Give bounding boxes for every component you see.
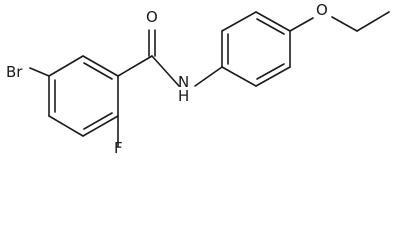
bond-ring1-double-a xyxy=(83,62,113,80)
bond-ch2-ch3 xyxy=(356,11,390,32)
right-benzene-ring xyxy=(221,11,291,87)
structure-canvas: Br O N H O F xyxy=(6,1,390,157)
left-benzene-ring xyxy=(48,55,119,137)
bond-ring2-double-c xyxy=(256,63,285,80)
bond-ring1-6 xyxy=(48,55,84,77)
atom-label-oxygen-ether: O xyxy=(316,1,328,19)
bond-ring1-4 xyxy=(48,115,84,137)
bond-ring2-5 xyxy=(255,66,291,87)
bond-c-br xyxy=(29,67,50,77)
bond-ring2-3 xyxy=(255,11,291,32)
atom-label-bromine: Br xyxy=(6,63,23,81)
bond-ring2-6 xyxy=(221,66,257,87)
bond-ring2-2 xyxy=(221,11,257,32)
atom-label-hydrogen: H xyxy=(178,87,189,105)
bond-ring2-double-b xyxy=(256,18,285,35)
atom-label-fluorine: F xyxy=(114,139,123,157)
bond-ring-carbonyl xyxy=(117,55,153,77)
atom-label-nitrogen: N xyxy=(178,73,189,91)
bond-ring2-o xyxy=(289,17,314,32)
atom-label-oxygen-carbonyl: O xyxy=(146,8,158,26)
bond-ring1-3 xyxy=(82,115,119,137)
bond-n-ring2 xyxy=(194,66,223,87)
bond-carbonyl-n xyxy=(151,55,180,87)
chemical-structure-diagram: Br O N H O F xyxy=(6,1,390,157)
bond-ring1-1 xyxy=(82,55,119,77)
bond-ring1-double-b xyxy=(83,112,113,130)
bond-o-ch2 xyxy=(331,16,358,32)
